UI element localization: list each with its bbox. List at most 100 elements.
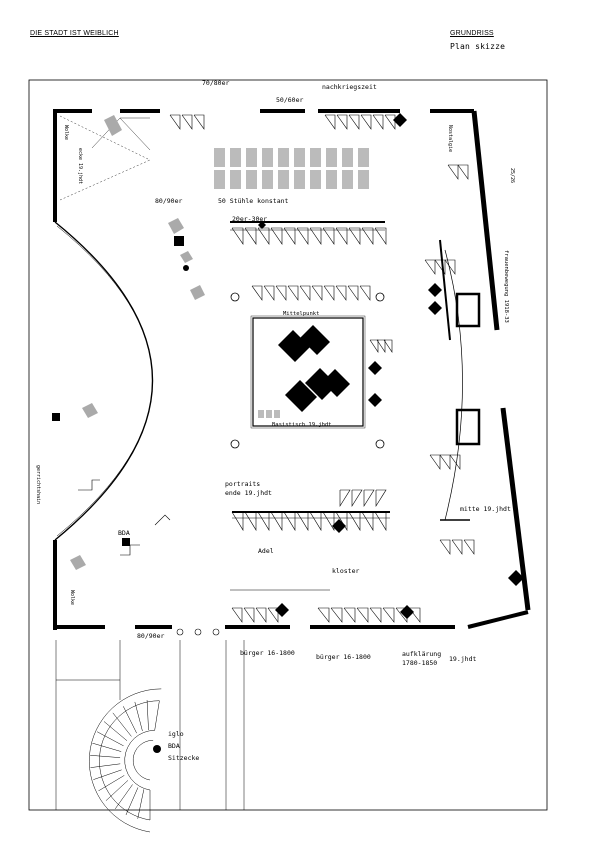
stair-step [112,712,132,737]
chair [342,148,353,167]
stair-arc [132,739,154,781]
label-19-jhdt: 19.jhdt [449,655,477,663]
label-era-25-26: 25/26 [509,168,515,184]
display-wedge [169,114,181,130]
label-era-70-80: 70/80er [202,79,230,87]
display-wedge [451,539,463,555]
display-wedge [309,511,322,532]
plan-title: GRUNDRISS [450,30,494,37]
chair [262,148,273,167]
display-wedge [374,511,387,532]
bottom-wall [55,610,529,629]
display-wedge [193,114,205,130]
display-wedge [447,164,459,180]
display-wedge [372,114,384,130]
label-wolke-top: Wolke [63,125,69,141]
display-wedge [296,227,309,245]
label-center-top: Mittelpunkt [283,311,320,317]
display-wedge [351,489,363,508]
display-wedge [383,339,393,353]
display-wedge [408,607,421,623]
stair-step [98,775,125,792]
door-openings [176,628,220,636]
label-kloster: kloster [332,567,360,575]
label-era-20-30: 20er-30er [232,215,268,223]
display-wedge [231,607,243,623]
display-wedge [384,114,396,130]
columns [230,292,385,449]
chair-grid [214,148,369,189]
display-wedge [251,285,263,301]
display-wedge [270,511,283,532]
stair-step [137,789,145,819]
display-wedge [374,227,387,245]
display-wedge [449,454,461,470]
doc-title: DIE STADT IST WEIBLICH [30,30,119,37]
chair [294,148,305,167]
label-era-80-90-bottom: 80/90er [137,632,165,640]
display-wedge [317,607,330,623]
display-wedge [283,511,296,532]
display-wedge [324,114,336,130]
display-wedge [283,227,296,245]
chair [326,148,337,167]
display-wedge [348,114,360,130]
chair [230,148,241,167]
label-iglo: iglo [168,730,184,738]
central-table [252,317,364,427]
chair [310,170,321,189]
stair-step [105,780,129,801]
display-wedge [363,489,375,508]
stair-step [134,701,143,732]
label-adel: Adel [258,547,274,555]
display-wedge [270,227,283,245]
right-wall [439,110,531,611]
black-markers [52,113,524,753]
stair-step [154,700,160,731]
label-gerricht: gerrichtshain [35,465,41,505]
chair [214,170,225,189]
display-wedge [335,285,347,301]
display-wedge [263,285,275,301]
display-wedge [322,511,335,532]
display-wedge [322,227,335,245]
chair [214,148,225,167]
chair [310,148,321,167]
chair [230,170,241,189]
label-nachkriegszeit: nachkriegszeit [322,83,377,91]
right-niches [455,292,481,446]
display-wedge [339,489,351,508]
top-wall [53,109,474,630]
frame-border [28,79,548,811]
chair [358,148,369,167]
label-era-80-90-top: 80/90er [155,197,183,205]
stair-step [92,742,122,752]
chair [342,170,353,189]
label-bda-bottom: BDA [168,742,180,750]
stair-step [90,763,121,768]
label-wolke-bottom: Wolke [69,590,75,606]
display-wedge [257,227,270,245]
display-wedge [361,511,374,532]
display-wedge [255,607,267,623]
label-era-50-60: 50/60er [276,96,304,104]
display-wedge [429,454,441,470]
display-wedge [347,285,359,301]
label-aufklaerung: aufklärung [402,650,442,658]
stair-step [96,731,124,747]
chair [278,148,289,167]
label-ecke: ecke 19.jhdt [77,148,83,185]
display-wedge [463,539,475,555]
display-wedge [439,539,451,555]
display-wedge [257,511,270,532]
display-wedge [375,489,387,508]
display-wedge [335,227,348,245]
label-bda-left: BDA [118,529,130,537]
display-wedge [382,607,395,623]
display-wedge [348,511,361,532]
display-wedge [323,285,335,301]
label-chairs: 50 Stühle konstant [218,197,289,205]
display-wedge [424,259,436,275]
chair [262,170,273,189]
display-wedge [369,607,382,623]
